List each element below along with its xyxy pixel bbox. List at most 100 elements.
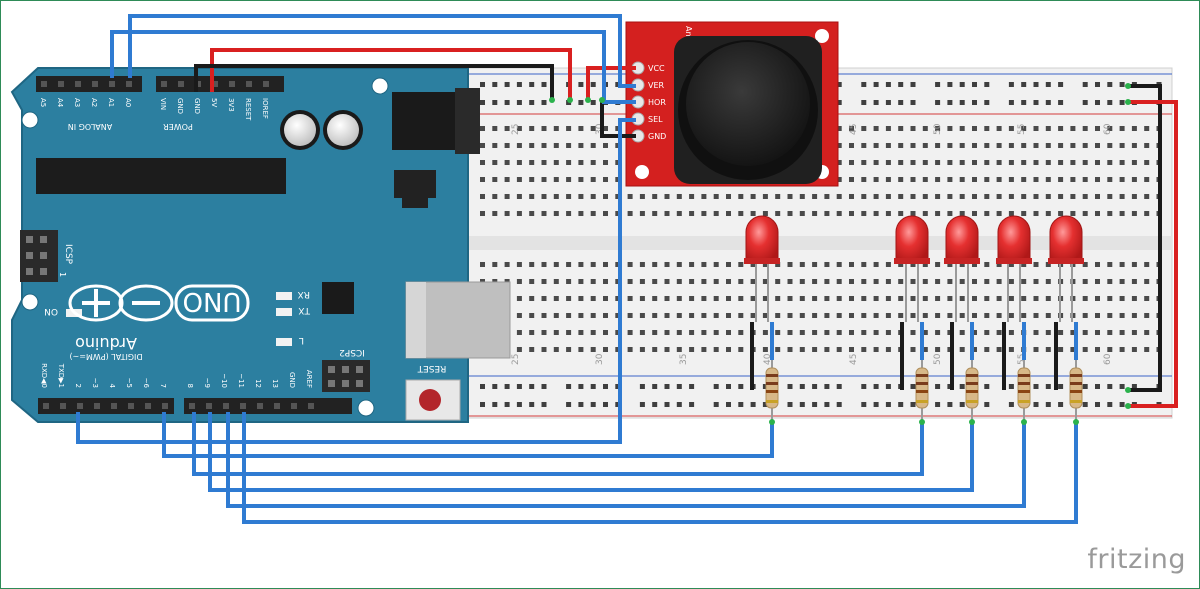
breadboard-hole (922, 296, 928, 301)
voltage-regulator (394, 170, 436, 198)
rail-hole (1045, 100, 1051, 105)
breadboard-hole (1082, 262, 1088, 267)
rail-hole (603, 402, 608, 407)
breadboard-hole (885, 262, 891, 267)
reset-button[interactable] (419, 389, 441, 411)
breadboard-hole (1131, 347, 1137, 352)
breadboard-hole (1008, 330, 1014, 335)
breadboard-hole (972, 313, 977, 318)
rail-hole (935, 402, 941, 407)
breadboard-hole (541, 126, 547, 131)
breadboard-hole (590, 160, 596, 165)
rail-hole (529, 402, 535, 407)
breadboard-hole (1082, 279, 1088, 284)
breadboard-hole (652, 279, 658, 284)
rail-hole (1119, 100, 1125, 105)
breadboard-hole (849, 211, 854, 216)
rail-hole (1082, 402, 1088, 407)
breadboard-hole (713, 330, 719, 335)
breadboard-hole (590, 296, 596, 301)
joystick-pin-label: SEL (648, 115, 663, 124)
rail-hole (480, 402, 485, 407)
breadboard-hole (972, 279, 977, 284)
breadboard-number: 50 (933, 353, 943, 365)
resistor-band (966, 390, 978, 393)
breadboard-hole (738, 347, 744, 352)
breadboard-hole (541, 160, 547, 165)
breadboard-hole (713, 194, 719, 199)
breadboard-hole (1095, 126, 1100, 131)
rail-hole (578, 384, 584, 389)
icsp-pin (26, 236, 33, 243)
breadboard-hole (553, 313, 559, 318)
breadboard-hole (812, 279, 818, 284)
rail-hole (836, 82, 842, 87)
wire-endpoints (549, 83, 1131, 425)
icsp-label: ICSP (63, 244, 73, 265)
breadboard-number: 25 (511, 124, 521, 135)
analog-in-label: ANALOG IN (68, 122, 113, 131)
breadboard-hole (1119, 330, 1125, 335)
breadboard-hole (762, 347, 768, 352)
breadboard-hole (762, 262, 768, 267)
rail-hole (590, 402, 596, 407)
breadboard-hole (1008, 177, 1014, 182)
breadboard-hole (947, 347, 953, 352)
breadboard-hole (947, 211, 953, 216)
breadboard-hole (885, 347, 891, 352)
breadboard-hole (984, 126, 990, 131)
resistor-band (916, 374, 928, 377)
breadboard-hole (590, 126, 596, 131)
breadboard-hole (1082, 347, 1088, 352)
breadboard-hole (590, 330, 596, 335)
breadboard-hole (922, 143, 928, 148)
breadboard-hole (590, 177, 596, 182)
rail-hole (836, 100, 842, 105)
breadboard-hole (1082, 177, 1088, 182)
breadboard-hole (578, 211, 584, 216)
breadboard-hole (750, 194, 756, 199)
breadboard-hole (787, 194, 793, 199)
resistor-band (1018, 400, 1030, 403)
breadboard-hole (836, 347, 842, 352)
rail-hole (713, 384, 719, 389)
breadboard-hole (959, 313, 965, 318)
led-assembly (1048, 215, 1084, 422)
icsp2-label: ICSP2 (339, 347, 365, 357)
breadboard-hole (1021, 211, 1027, 216)
breadboard-hole (627, 262, 633, 267)
breadboard-hole (516, 279, 522, 284)
icsp2-pin (342, 366, 349, 373)
breadboard-hole (1095, 347, 1100, 352)
breadboard-hole (959, 296, 965, 301)
breadboard-hole (910, 194, 916, 199)
breadboard-hole (861, 177, 867, 182)
digital-pin-label: 7 (159, 384, 167, 388)
breadboard-hole (1107, 296, 1113, 301)
capacitor-top (284, 114, 316, 146)
breadboard-hole (947, 262, 953, 267)
breadboard-hole (775, 313, 781, 318)
icsp-pin (40, 268, 47, 275)
breadboard-hole (947, 143, 953, 148)
rail-hole (615, 82, 621, 87)
breadboard-hole (922, 160, 928, 165)
breadboard-hole (529, 262, 535, 267)
breadboard-hole (578, 160, 584, 165)
breadboard-hole (1131, 262, 1137, 267)
breadboard-hole (861, 330, 867, 335)
icsp-pin-one-label: 1 (58, 272, 67, 277)
breadboard-hole (639, 279, 645, 284)
breadboard-hole (1033, 194, 1039, 199)
breadboard-hole (1131, 177, 1137, 182)
breadboard-hole (615, 160, 621, 165)
breadboard-hole (652, 211, 658, 216)
breadboard-hole (984, 211, 990, 216)
breadboard-hole (541, 211, 547, 216)
breadboard-hole (1119, 262, 1125, 267)
resistor (965, 367, 979, 409)
breadboard-hole (762, 330, 768, 335)
breadboard-hole (972, 143, 977, 148)
rail-hole (873, 384, 879, 389)
joystick-knob[interactable] (686, 42, 810, 166)
